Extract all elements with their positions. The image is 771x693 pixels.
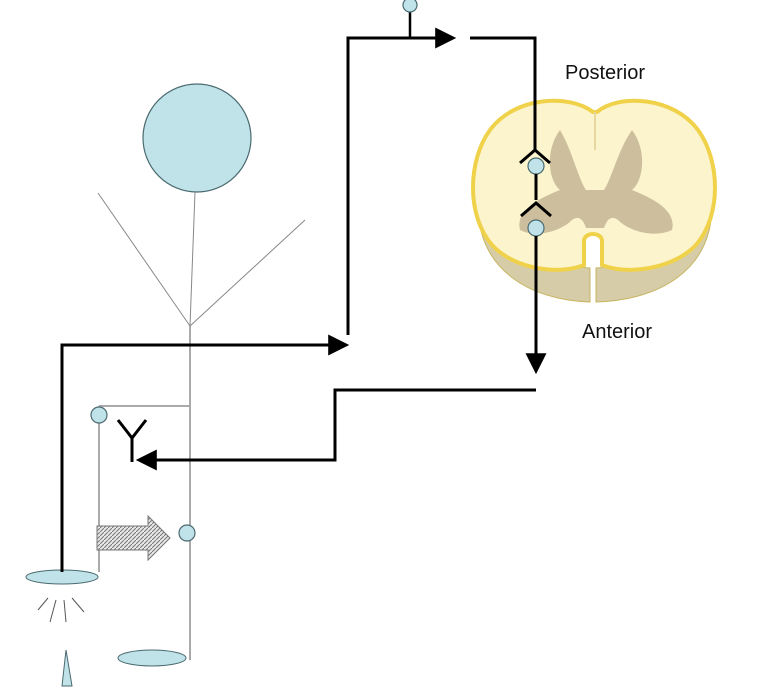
interneuron-node	[527, 157, 545, 175]
neck-body-line	[189, 191, 196, 327]
reflex-withdrawal-arrow	[96, 514, 171, 562]
ankle-node	[178, 524, 196, 542]
right-arm-line	[189, 219, 306, 327]
motor-path-line-2	[135, 388, 536, 471]
person-figure-icon	[25, 83, 306, 667]
knee-node	[90, 406, 108, 424]
anterior-label: Anterior	[582, 321, 653, 343]
head	[142, 83, 252, 193]
spinal-cord-gray-matter	[519, 130, 673, 234]
left-arm-line	[97, 192, 191, 327]
motor-neuron-node	[527, 219, 545, 237]
sensory-path-line-1	[60, 334, 350, 572]
tack-spike-icon	[61, 649, 73, 687]
right-foot	[117, 649, 187, 667]
stimulus-ray	[49, 599, 57, 623]
dorsal-root-ganglion-icon	[402, 0, 418, 13]
spinal-cord-cross-section-icon	[471, 98, 717, 303]
sensory-pathway	[60, 0, 537, 572]
posterior-label: Posterior	[565, 62, 646, 84]
stimulus-ray	[71, 597, 85, 613]
synapse-lower-icon	[520, 201, 552, 218]
sensory-path-line-2	[346, 27, 457, 335]
sensory-path-line-3	[470, 36, 537, 152]
hatched-arrow-icon	[96, 514, 196, 562]
synapse-upper-icon	[519, 148, 551, 165]
stimulus-ray	[63, 599, 67, 623]
left-foot	[25, 569, 99, 585]
synapse-group	[519, 148, 552, 237]
motor-pathway	[90, 236, 547, 471]
neuromuscular-junction-icon	[116, 419, 148, 462]
pain-stimulus-icon	[37, 597, 85, 687]
stimulus-ray	[37, 597, 49, 611]
